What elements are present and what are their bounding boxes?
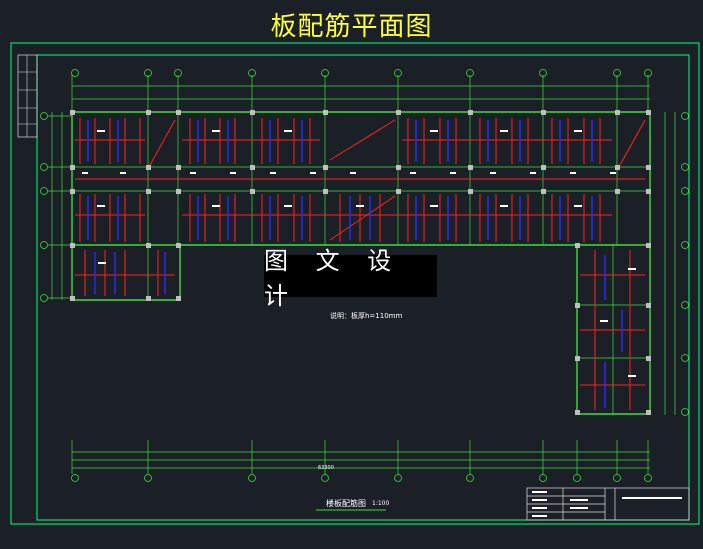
right-axis-bubbles: [681, 112, 689, 416]
drawing-title: 板配筋平面图: [270, 12, 433, 42]
watermark: 图 文 设 计: [264, 247, 437, 310]
rebar-white-dots: [82, 130, 636, 377]
rebar-red-lines: [75, 118, 646, 410]
binding-strip-lines: [18, 55, 37, 137]
bottom-dimension-lines: [71, 440, 650, 474]
right-dimension-lines: [664, 112, 676, 415]
columns: [70, 110, 651, 415]
top-axis-bubbles: [71, 69, 652, 77]
bottom-axis-bubbles: [71, 474, 652, 482]
left-dimension-lines: [48, 112, 72, 300]
title-block: [526, 487, 690, 521]
drawing-scale: 1:100: [372, 500, 390, 507]
left-axis-bubbles: [40, 112, 48, 302]
title-block-text-marks: [532, 491, 682, 517]
total-dimension: 63300: [318, 465, 334, 471]
binding-strip: [17, 54, 38, 138]
outer-frame: [10, 42, 700, 525]
grid-lines: [72, 112, 650, 414]
rebar-blue-lines: [87, 120, 623, 408]
drawing-caption: 楼板配筋图: [326, 499, 366, 508]
slab-thickness-note: 说明：板厚h=110mm: [330, 312, 403, 320]
top-dimension-lines: [71, 75, 650, 112]
inner-frame: [36, 54, 690, 521]
